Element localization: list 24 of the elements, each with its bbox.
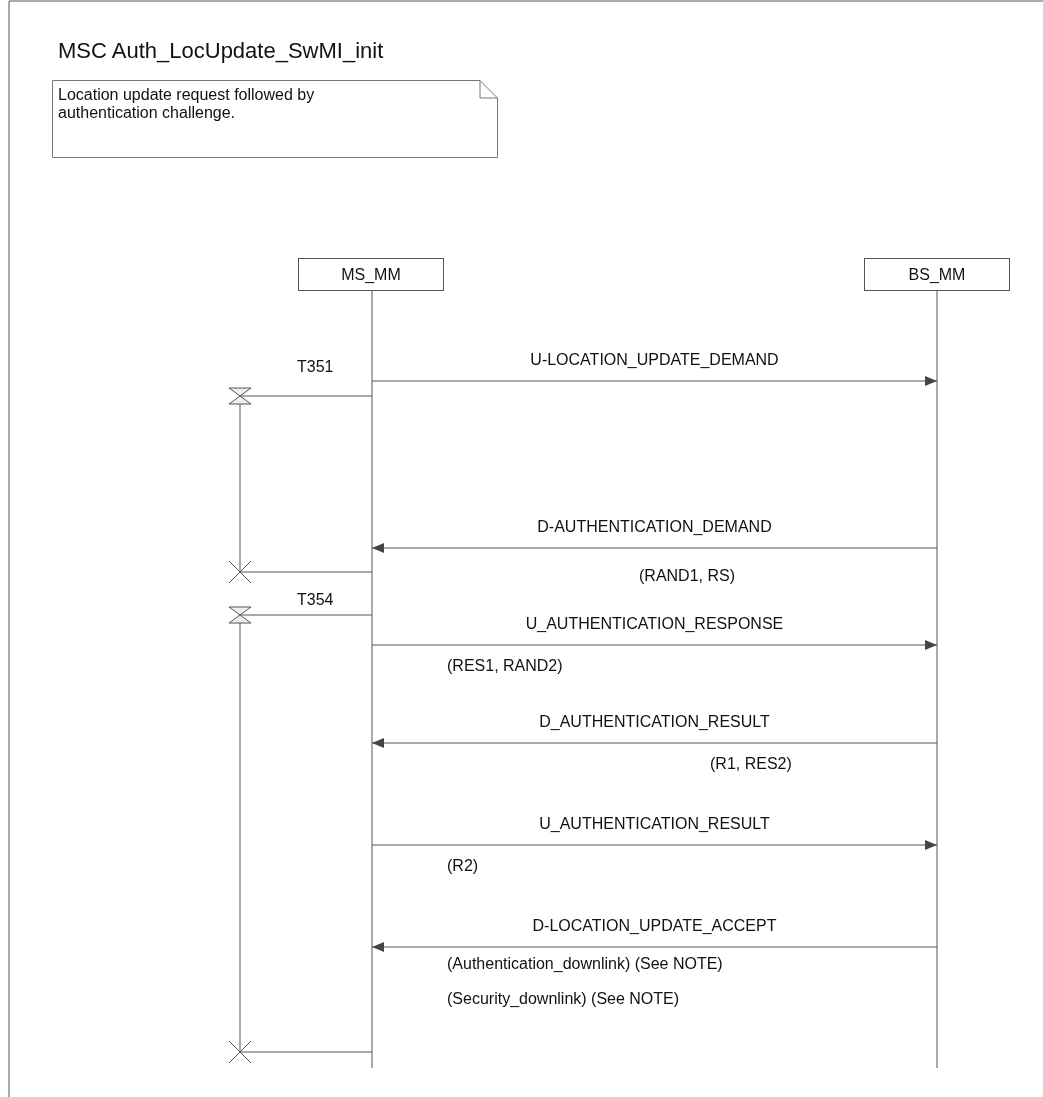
message-arrow (371, 942, 938, 952)
message-label: D_AUTHENTICATION_RESULT (539, 713, 770, 731)
message-parameters: (RES1, RAND2) (447, 657, 563, 675)
diagram-title: MSC Auth_LocUpdate_SwMI_init (58, 38, 384, 64)
message-parameters: (RAND1, RS) (639, 567, 735, 585)
message-label: U-LOCATION_UPDATE_DEMAND (530, 351, 779, 369)
message-arrow (371, 376, 938, 386)
message-arrow (371, 640, 938, 650)
note-text: Location update request followed by authentication challenge. (57, 85, 316, 122)
message-parameters: (Authentication_downlink) (See NOTE) (447, 955, 723, 973)
message-label: D-LOCATION_UPDATE_ACCEPT (532, 917, 777, 935)
message-arrow (371, 543, 938, 553)
message-arrow (371, 738, 938, 748)
message-label: U_AUTHENTICATION_RESPONSE (525, 615, 784, 633)
comment-note (52, 80, 498, 158)
message-arrow (371, 840, 938, 850)
instance-box: BS_MM (864, 258, 1010, 291)
timer-name: T351 (297, 358, 334, 376)
instance-box: MS_MM (298, 258, 444, 291)
message-parameters: (R2) (447, 857, 479, 875)
message-label: U_AUTHENTICATION_RESULT (539, 815, 770, 833)
message-parameters: (R1, RES2) (710, 755, 792, 773)
message-label: D-AUTHENTICATION_DEMAND (537, 518, 772, 536)
timer-name: T354 (297, 591, 334, 609)
